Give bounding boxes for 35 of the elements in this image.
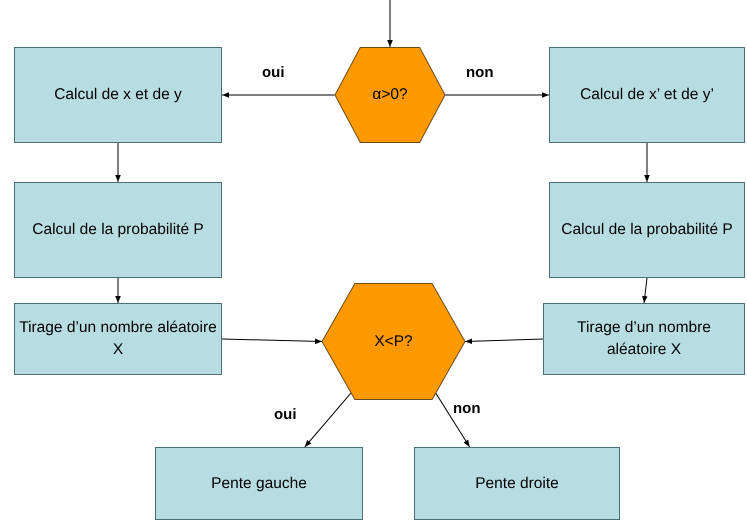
node-text: Calcul de la probabilité P [31, 220, 205, 240]
process-box [155, 447, 363, 520]
arrow [387, 0, 393, 48]
arrow [642, 278, 648, 304]
arrow [304, 391, 353, 448]
arrow [434, 391, 470, 448]
process-box [14, 303, 222, 375]
process-box [414, 447, 620, 520]
arrow [115, 142, 121, 182]
node-text: Pente gauche [210, 474, 308, 494]
node-text: Calcul de la probabilité P [560, 220, 734, 240]
arrow [115, 278, 121, 304]
node-text: Tirage d’un nombre aléatoire X [576, 318, 712, 360]
process-box [549, 47, 745, 143]
process-box [14, 47, 222, 143]
arrow [644, 142, 650, 182]
decision-hexagon [335, 47, 445, 143]
node-text: Pente droite [474, 474, 560, 494]
arrow [222, 338, 322, 344]
node-text: X<P? [373, 332, 414, 352]
process-box [14, 182, 222, 278]
process-box [543, 303, 745, 375]
node-text: α>0? [371, 85, 409, 105]
arrow [222, 92, 336, 98]
edge-label: non [453, 399, 480, 419]
node-text: Calcul de x et de y [53, 85, 183, 105]
process-box [549, 182, 745, 278]
node-text: Calcul de x’ et de y’ [579, 85, 715, 105]
decision-hexagon [322, 283, 465, 400]
edge-label: oui [262, 63, 284, 83]
node-text: Tirage d’un nombre aléatoire X [18, 318, 218, 360]
arrow [444, 92, 550, 98]
edge-label: non [466, 63, 494, 83]
edge-label: oui [274, 405, 296, 425]
arrow [464, 338, 544, 344]
